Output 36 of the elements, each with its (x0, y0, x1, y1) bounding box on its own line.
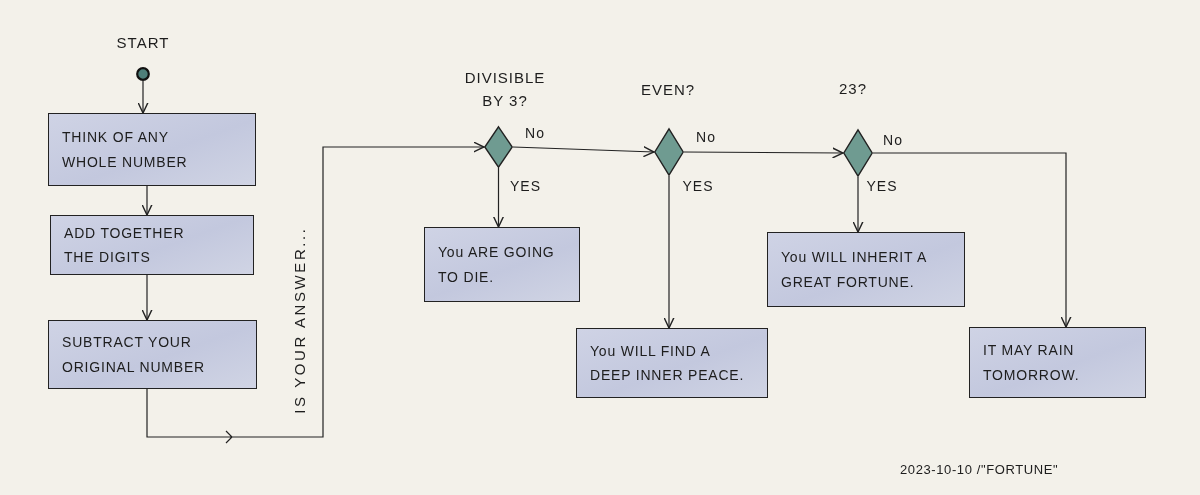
outcome-box (969, 327, 1146, 398)
date-note: 2023-10-10 /"FORTUNE" (900, 462, 1059, 477)
arrow (146, 141, 485, 444)
outcome-text: IT MAY RAIN TOMORROW. (983, 341, 1081, 385)
step-text: THINK OF ANY WHOLE NUMBER (62, 128, 189, 172)
step-text: ADD TOGETHER THE DIGITS (64, 223, 186, 267)
process-box (50, 215, 254, 275)
arrow (141, 274, 153, 321)
arrow (872, 152, 1072, 328)
arrow (683, 147, 844, 159)
outcome-box (767, 232, 965, 307)
arrow (852, 176, 864, 233)
arrow (663, 175, 675, 329)
arrow (492, 167, 505, 228)
arrow (512, 145, 655, 158)
outcome-box (424, 227, 580, 302)
edge-label: No (525, 125, 545, 141)
arrow (141, 185, 153, 216)
decision-question: 23? (839, 78, 867, 99)
edge-label: YES (866, 178, 898, 194)
edge-label: No (696, 129, 716, 145)
outcome-text: You WILL FIND A DEEP INNER PEACE. (590, 341, 746, 385)
start-label: START (116, 32, 170, 53)
edge-label: YES (682, 178, 714, 194)
outcome-text: You ARE GOING TO DIE. (438, 243, 555, 287)
edge-label: IS YOUR ANSWER... (290, 226, 308, 414)
decision-question: DIVISIBLE BY 3? (463, 67, 547, 110)
arrow (137, 80, 149, 114)
decision-question: EVEN? (640, 79, 696, 100)
edge-label: No (883, 132, 903, 148)
outcome-text: You WILL INHERIT A GREAT FORTUNE. (781, 248, 928, 292)
edge-label: YES (510, 178, 541, 194)
process-box (48, 320, 257, 389)
step-text: SUBTRACT YOUR ORIGINAL NUMBER (62, 333, 206, 377)
outcome-box (576, 328, 768, 398)
process-box (48, 113, 256, 186)
